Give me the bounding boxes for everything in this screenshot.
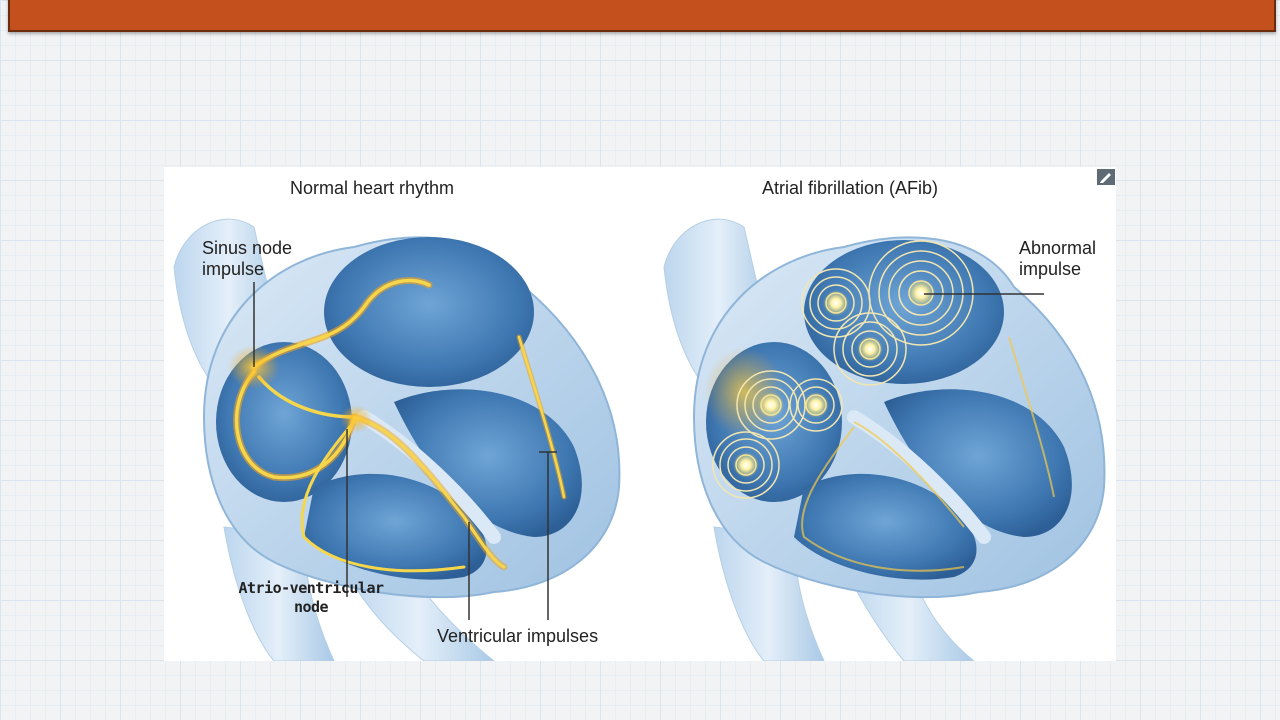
afib-left-atrium: [804, 240, 1004, 384]
afib-septum: [847, 410, 991, 544]
edit-icon[interactable]: [1097, 169, 1115, 185]
afib-left-ventricle: [884, 389, 1072, 537]
label-sinus-node: Sinus node impulse: [202, 238, 293, 279]
av-node-glow: [340, 405, 372, 433]
label-ventricular-impulses: Ventricular impulses: [437, 626, 599, 646]
right-ventricle: [304, 473, 487, 580]
heart-rhythm-figure: Normal heart rhythm Atrial fibrillation …: [164, 167, 1116, 661]
panel-heading-afib: Atrial fibrillation (AFib): [762, 178, 939, 198]
normal-heart: [173, 218, 621, 661]
title-bar: [8, 0, 1276, 32]
afib-heart: [663, 218, 1106, 661]
heart-diagrams: [173, 218, 1106, 661]
afib-faint-paths: [801, 336, 1055, 572]
panel-heading-normal: Normal heart rhythm: [290, 178, 455, 198]
left-ventricle: [394, 389, 582, 537]
afib-spark-points: [733, 279, 935, 478]
left-atrium: [324, 237, 534, 387]
normal-impulse-paths: [233, 277, 567, 573]
normal-leader-lines: [253, 282, 557, 620]
label-abnormal-impulse: Abnormal impulse: [1019, 238, 1097, 279]
afib-right-ventricle: [794, 473, 977, 580]
edit-icon-glyph: [1100, 173, 1111, 183]
label-av-node: Atrio-ventricular node: [238, 579, 384, 616]
